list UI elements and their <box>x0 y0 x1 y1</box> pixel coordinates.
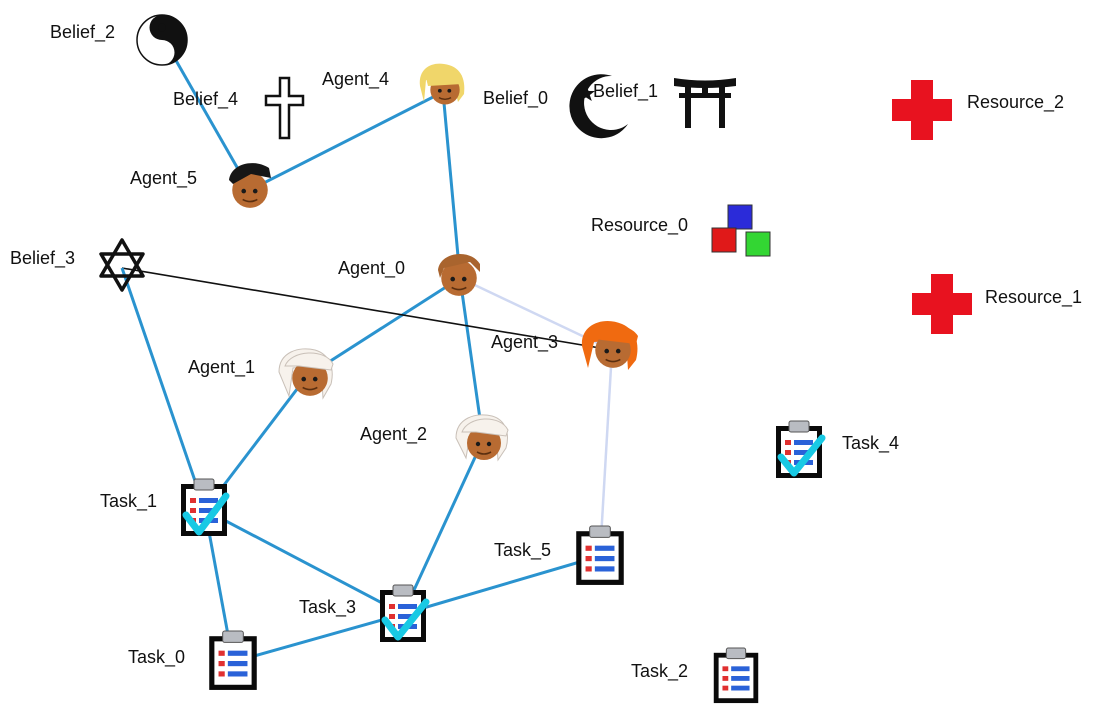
belief-1-label: Belief_1 <box>593 81 658 102</box>
task-2-label: Task_2 <box>631 661 688 682</box>
task-1-node[interactable]: Task_1 <box>100 478 230 537</box>
red-cross-icon <box>912 274 972 334</box>
task-5-label: Task_5 <box>494 540 551 561</box>
agent-2-node[interactable]: Agent_2 <box>360 414 509 462</box>
task-5-node[interactable]: Task_5 <box>494 525 625 586</box>
agent-1-node[interactable]: Agent_1 <box>188 348 334 400</box>
agent-5-label: Agent_5 <box>130 168 197 189</box>
resource-2-node[interactable]: Resource_2 <box>892 80 1064 140</box>
edge-task-0-task-3 <box>232 612 404 664</box>
belief-2-node[interactable]: Belief_2 <box>50 14 188 66</box>
task-3-label: Task_3 <box>299 597 356 618</box>
yin-yang-icon <box>136 14 188 66</box>
task-3-node[interactable]: Task_3 <box>299 584 430 643</box>
resource-2-label: Resource_2 <box>967 92 1064 113</box>
clipboard-icon <box>208 630 258 691</box>
star-of-david-icon <box>99 238 145 292</box>
task-4-label: Task_4 <box>842 433 899 454</box>
edge-agent-0-agent-1 <box>306 276 461 378</box>
resource-0-node[interactable]: Resource_0 <box>591 204 771 257</box>
belief-3-node[interactable]: Belief_3 <box>10 238 145 292</box>
belief-1-node[interactable]: Belief_1 <box>593 78 736 128</box>
task-0-node[interactable]: Task_0 <box>128 630 258 691</box>
task-4-node[interactable]: Task_4 <box>775 420 899 479</box>
agent-face-icon <box>438 253 480 297</box>
clipboard-icon <box>575 525 625 586</box>
edge-task-1-task-3 <box>204 508 404 616</box>
resource-1-node[interactable]: Resource_1 <box>912 274 1082 334</box>
edge-agent-4-agent-0 <box>441 91 462 279</box>
cubes-icon <box>711 204 771 257</box>
agent-2-label: Agent_2 <box>360 424 427 445</box>
edge-agent-5-agent-4 <box>249 90 444 192</box>
belief-3-label: Belief_3 <box>10 248 75 269</box>
red-cross-icon <box>892 80 952 140</box>
belief-4-node[interactable]: Belief_4 <box>173 76 305 140</box>
edge-belief-2-agent-5 <box>168 49 252 191</box>
crescent-star-icon <box>569 74 628 139</box>
agent-face-icon <box>419 63 465 106</box>
cross-icon <box>264 76 305 140</box>
agent-1-label: Agent_1 <box>188 357 255 378</box>
edges-layer <box>120 49 614 664</box>
belief-4-label: Belief_4 <box>173 89 238 110</box>
agent-3-node[interactable]: Agent_3 <box>491 320 638 370</box>
resource-0-label: Resource_0 <box>591 215 688 236</box>
task-0-label: Task_0 <box>128 647 185 668</box>
edge-belief-3-task-1 <box>120 267 207 511</box>
belief-0-label: Belief_0 <box>483 88 548 109</box>
clipboard-check-icon <box>379 584 430 643</box>
agent-face-icon <box>229 163 271 209</box>
agent-5-node[interactable]: Agent_5 <box>130 163 271 209</box>
agent-3-label: Agent_3 <box>491 332 558 353</box>
edge-agent-3-task-5 <box>598 349 614 557</box>
clipboard-check-icon <box>775 420 826 479</box>
edge-agent-0-agent-2 <box>458 277 485 441</box>
agent-face-icon <box>278 348 334 400</box>
task-1-label: Task_1 <box>100 491 157 512</box>
clipboard-icon <box>713 647 759 704</box>
clipboard-check-icon <box>180 478 230 537</box>
agent-4-label: Agent_4 <box>322 69 389 90</box>
edge-task-3-task-5 <box>402 554 601 616</box>
edge-belief-3-agent-3 <box>121 267 613 351</box>
agent-face-icon <box>581 320 638 370</box>
agent-0-node[interactable]: Agent_0 <box>338 253 480 297</box>
agent-4-node[interactable]: Agent_4 <box>322 63 465 106</box>
task-2-node[interactable]: Task_2 <box>631 647 759 704</box>
torii-gate-icon <box>674 78 736 128</box>
belief-2-label: Belief_2 <box>50 22 115 43</box>
belief-0-node[interactable]: Belief_0 <box>483 74 628 139</box>
resource-1-label: Resource_1 <box>985 287 1082 308</box>
edge-agent-2-task-3 <box>401 439 485 615</box>
agent-0-label: Agent_0 <box>338 258 405 279</box>
agent-face-icon <box>455 414 509 462</box>
